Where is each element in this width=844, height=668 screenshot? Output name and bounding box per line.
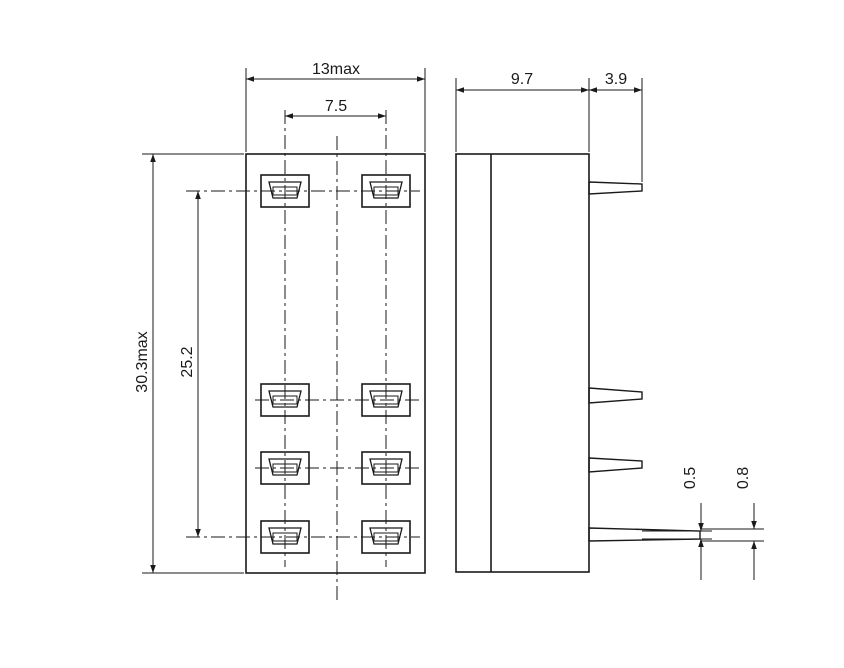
dim-label-overall-height: 30.3max — [134, 331, 151, 392]
center-lines — [186, 110, 420, 603]
pin-pad — [260, 520, 310, 554]
pin-pad — [361, 520, 411, 554]
dim-side-depth: 9.7 — [455, 71, 590, 152]
dim-pin-spacing: 7.5 — [285, 98, 386, 119]
dim-overall-height: 30.3max — [134, 153, 244, 574]
dim-label-pin-width: 0.8 — [735, 467, 752, 489]
dim-top-width: 13max — [245, 61, 426, 152]
side-pin — [588, 181, 643, 195]
pin-pads — [260, 174, 411, 554]
dim-label-pin-spacing: 7.5 — [325, 98, 347, 115]
dim-pin-pitch: 25.2 — [179, 191, 201, 537]
front-view: 13max 7.5 30.3max 25.2 — [134, 61, 426, 603]
pin-pad — [260, 451, 310, 485]
front-body-outline — [245, 153, 426, 574]
dim-pin-length: 3.9 — [589, 71, 643, 182]
pin-pad — [260, 174, 310, 208]
side-view: 9.7 3.9 0.5 0.8 — [455, 71, 764, 580]
pin-pad — [361, 174, 411, 208]
dim-label-top-width: 13max — [312, 61, 360, 78]
side-body-outline — [455, 153, 590, 573]
pin-pad — [361, 383, 411, 417]
dim-label-pin-length: 3.9 — [605, 71, 627, 88]
side-pin — [588, 387, 643, 404]
dim-label-pin-pitch: 25.2 — [179, 346, 196, 377]
dim-label-pin-thickness: 0.5 — [682, 467, 699, 489]
dim-label-side-depth: 9.7 — [511, 71, 533, 88]
side-pin — [588, 457, 643, 473]
pin-pad — [260, 383, 310, 417]
dim-pin-thickness: 0.5 — [642, 467, 712, 580]
dim-pin-width: 0.8 — [700, 467, 764, 580]
pin-pad — [361, 451, 411, 485]
